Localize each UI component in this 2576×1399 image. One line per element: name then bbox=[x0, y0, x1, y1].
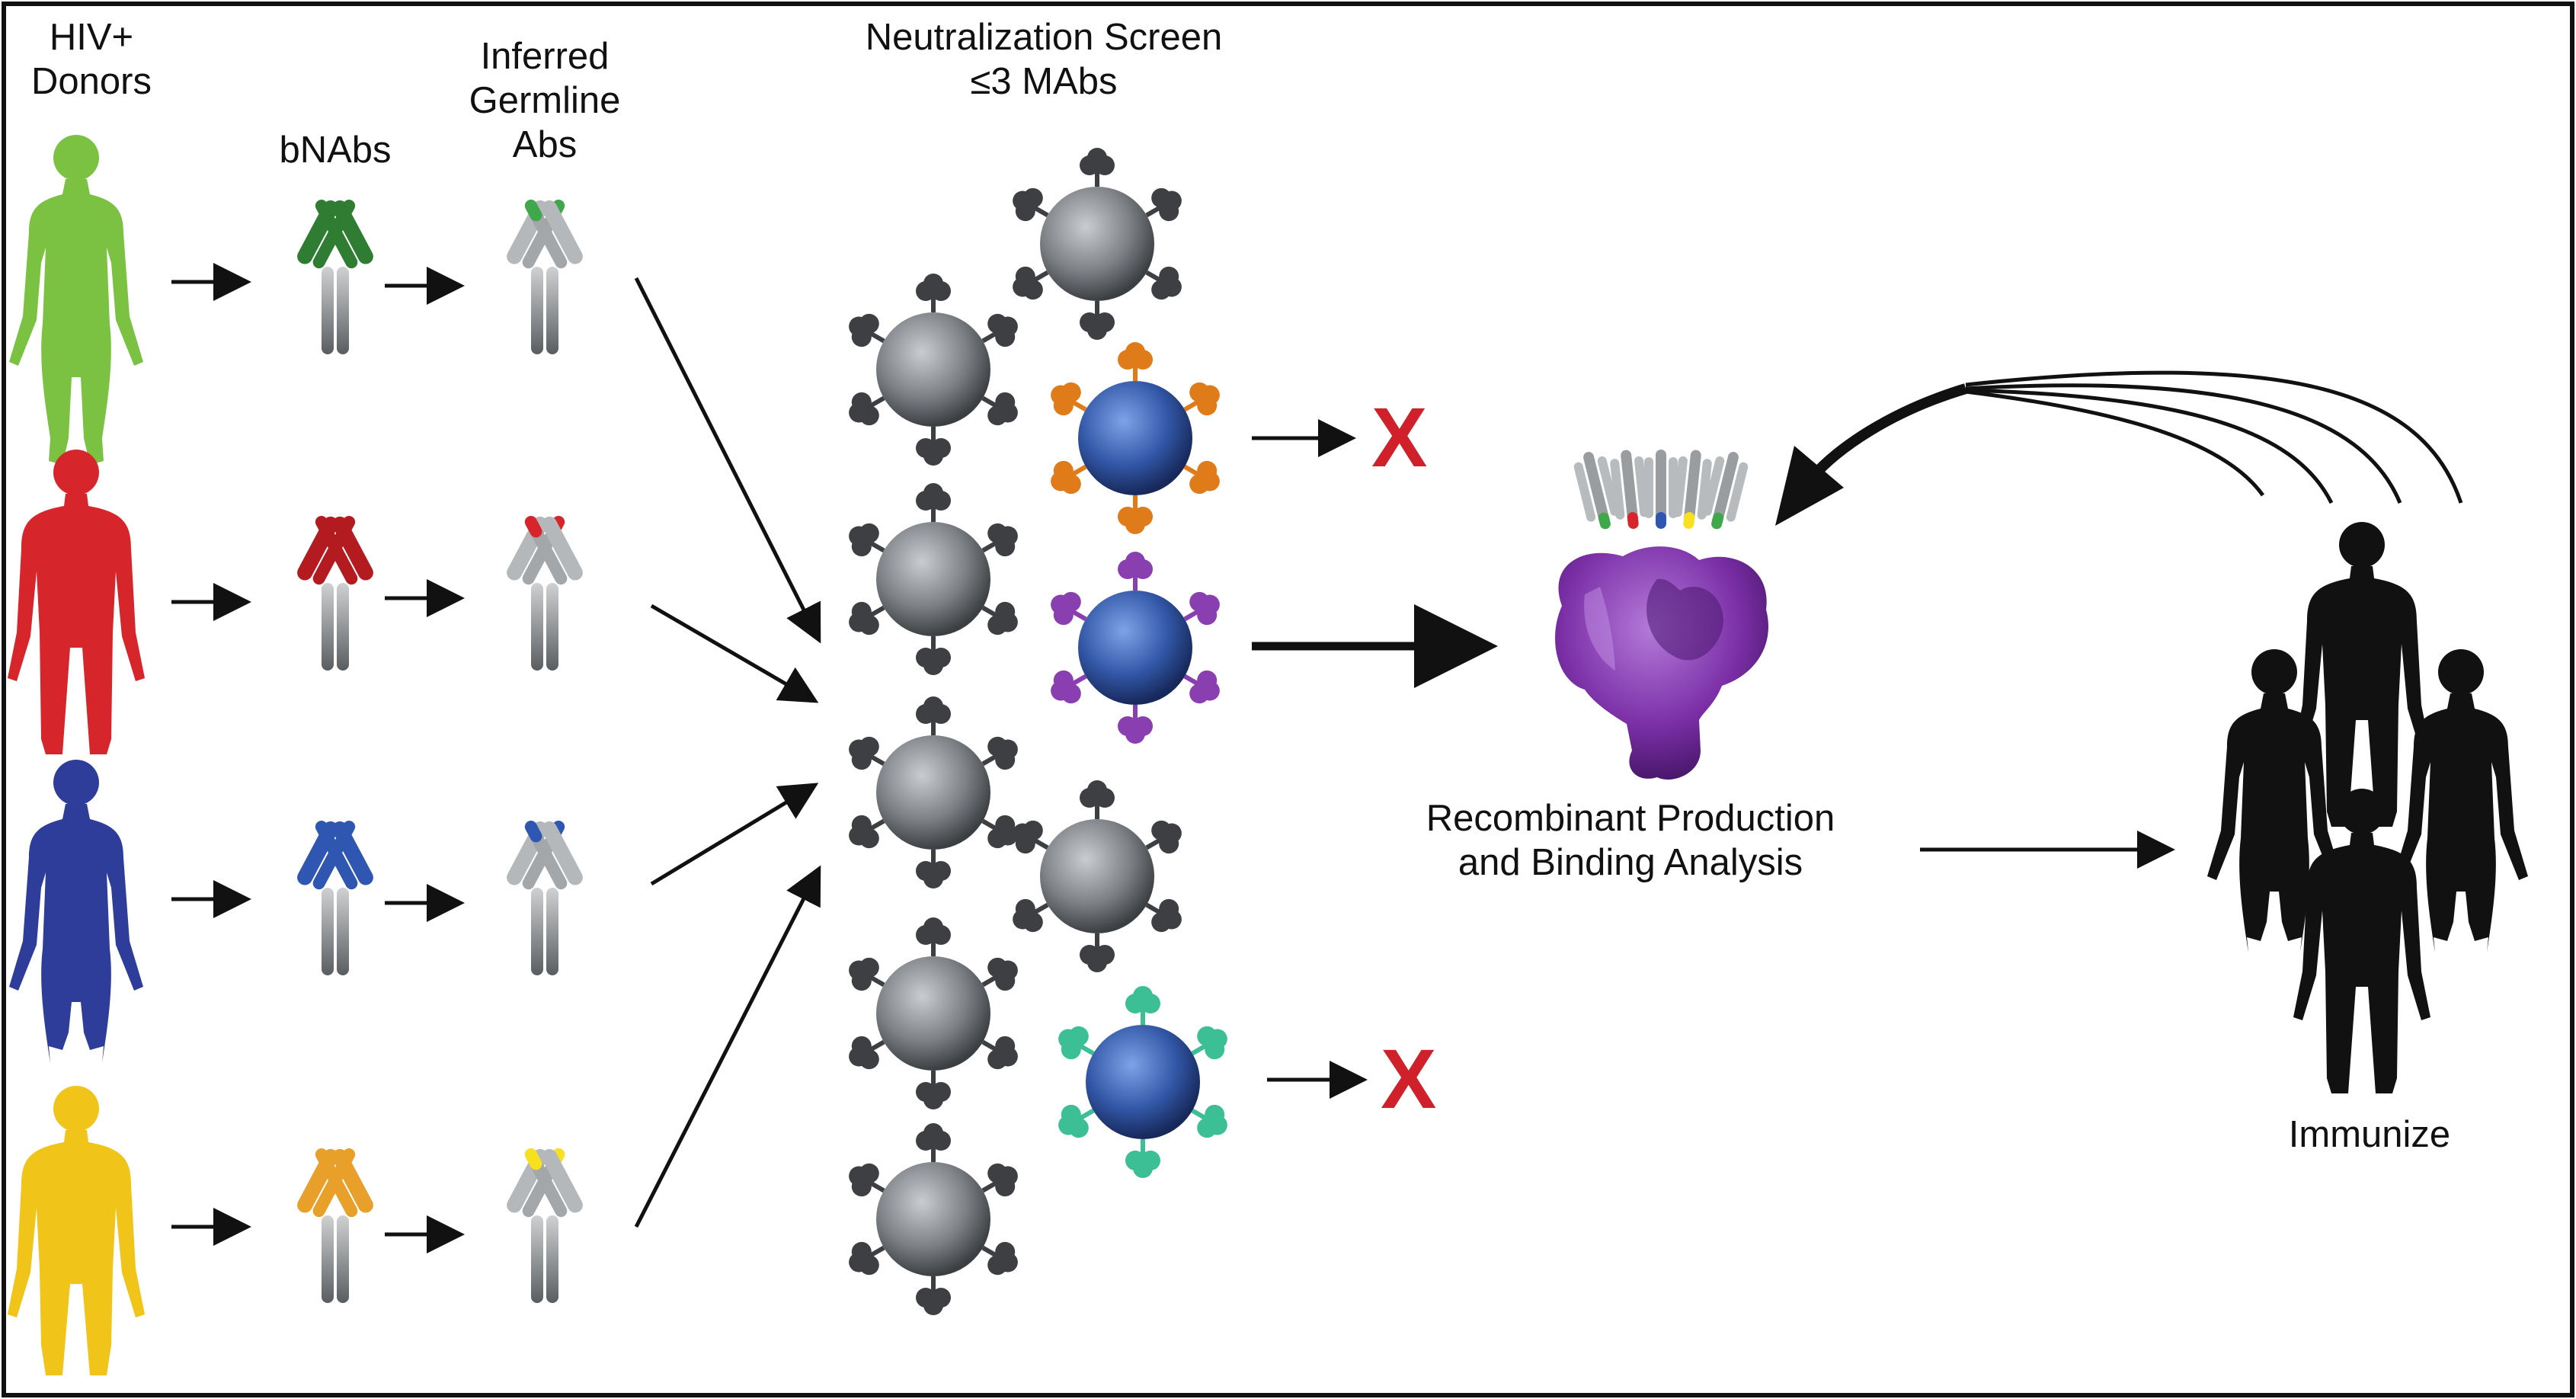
donors-label: HIV+ Donors bbox=[31, 17, 152, 102]
bnab-antibody-4 bbox=[297, 1148, 373, 1303]
immunized-person-front bbox=[2293, 789, 2430, 1093]
germline-antibody-2 bbox=[507, 516, 583, 671]
result-arrows bbox=[1252, 419, 2175, 1099]
gray-virion-6 bbox=[849, 917, 1018, 1109]
immunize-label: Immunize bbox=[2288, 1114, 2451, 1155]
germline-antibody-1 bbox=[507, 200, 583, 354]
blue-virion-2 bbox=[1051, 552, 1220, 744]
feedback-arcs bbox=[1775, 370, 2463, 526]
row-arrows bbox=[171, 263, 465, 1253]
feedback-arc-1 bbox=[1965, 370, 2463, 504]
gray-virion-1 bbox=[849, 274, 1018, 466]
bnab-antibody-3 bbox=[297, 821, 373, 975]
feedback-arc-4 bbox=[1965, 389, 2265, 497]
germline-label: Inferred Germline Abs bbox=[469, 36, 621, 165]
germline-antibody-3 bbox=[507, 821, 583, 975]
bound-antibody-3 bbox=[1644, 450, 1678, 529]
gray-virion-5 bbox=[1013, 780, 1182, 972]
blue-virion-3 bbox=[1058, 986, 1227, 1178]
env-trimer-complex bbox=[1555, 450, 1768, 780]
bnab-antibody-1 bbox=[297, 200, 373, 354]
bnabs-label: bNAbs bbox=[279, 130, 392, 171]
production-label: Recombinant Production and Binding Analy… bbox=[1426, 798, 1835, 883]
bound-antibody-5 bbox=[1702, 452, 1749, 530]
bound-antibody-1 bbox=[1573, 452, 1620, 530]
converge-arrow-1 bbox=[634, 277, 821, 644]
immunized-person-back bbox=[2293, 522, 2430, 827]
feedback-arrowhead bbox=[1775, 446, 1844, 526]
germline-antibody-4 bbox=[507, 1148, 583, 1303]
donor-male-red bbox=[8, 450, 145, 754]
fail-x-mark-orange: X bbox=[1371, 391, 1428, 485]
gray-virion-3 bbox=[849, 483, 1018, 675]
bnab-antibody-2 bbox=[297, 516, 373, 671]
screen-label: Neutralization Screen ≤3 MAbs bbox=[865, 17, 1223, 102]
blue-virion-1 bbox=[1051, 342, 1220, 534]
env-trimer-highlight bbox=[1584, 587, 1615, 671]
converging-arrows bbox=[634, 277, 821, 1228]
fail-x-mark-teal: X bbox=[1381, 1032, 1437, 1126]
donor-male-yellow bbox=[8, 1086, 145, 1375]
feedback-arc-3 bbox=[1965, 388, 2334, 504]
bound-antibody-4 bbox=[1672, 450, 1712, 530]
converge-arrow-2 bbox=[650, 603, 819, 703]
gray-virion-7 bbox=[849, 1123, 1018, 1315]
donor-female-green bbox=[9, 135, 143, 465]
env-trimer-shading bbox=[1646, 578, 1723, 661]
gray-virion-4 bbox=[849, 696, 1018, 888]
converge-arrow-3 bbox=[650, 783, 819, 886]
immunized-group bbox=[2207, 522, 2528, 1093]
gray-virion-2 bbox=[1013, 148, 1182, 340]
immunized-person-right bbox=[2394, 649, 2528, 952]
donor-female-blue bbox=[9, 760, 143, 1063]
feedback-main-arrow bbox=[1809, 383, 1968, 480]
feedback-arc-2 bbox=[1965, 383, 2402, 504]
converge-arrow-4 bbox=[634, 865, 821, 1228]
